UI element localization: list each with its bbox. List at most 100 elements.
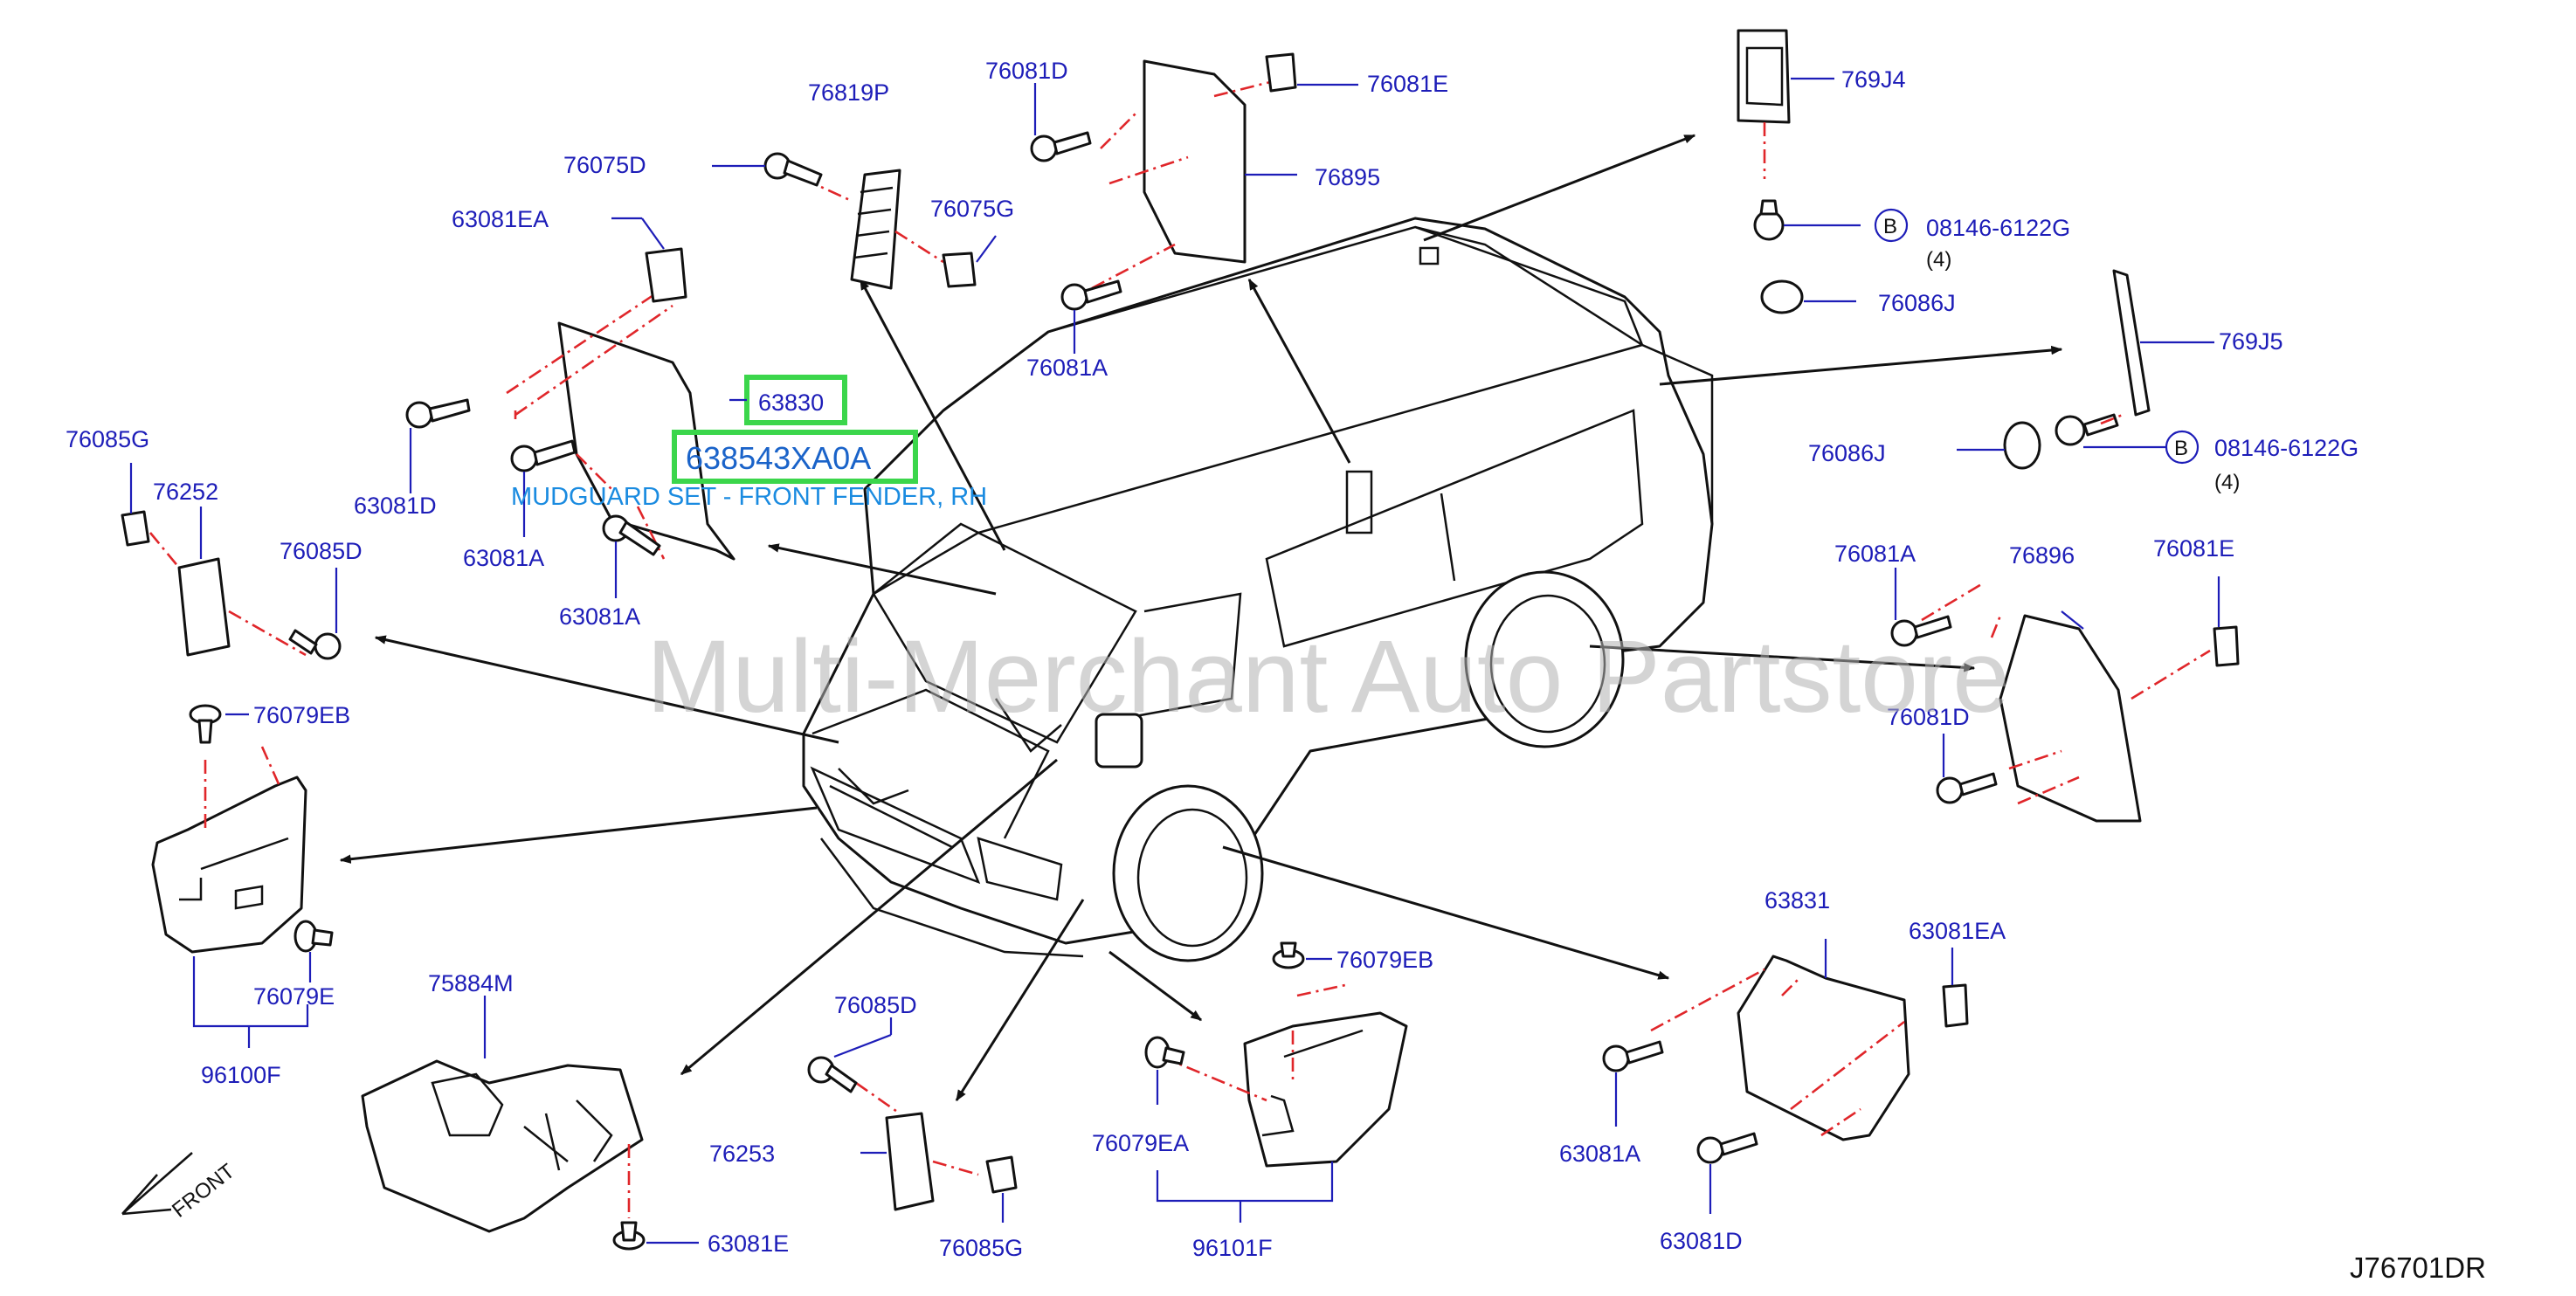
label-qty-a: (4) (1926, 248, 1951, 272)
part-76896-splash-guard (1999, 614, 2142, 823)
label-96100F: 96100F (201, 1062, 281, 1088)
label-76081D-right: 76081D (1887, 704, 1970, 730)
part-76085G-clip (121, 510, 150, 547)
label-76253: 76253 (709, 1141, 775, 1167)
part-63081D-screw-bottom (1696, 1132, 1758, 1164)
pointer-arrows (339, 134, 2063, 1102)
part-76079EA-clip (1144, 1036, 1185, 1069)
label-63831: 63831 (1765, 887, 1830, 913)
part-63831-mudguard (1737, 955, 1910, 1141)
label-638543XA0A[interactable]: 638543XA0A (686, 440, 871, 476)
label-76086J-a: 76086J (1878, 290, 1956, 316)
label-63081D-bottom: 63081D (1660, 1228, 1743, 1254)
part-96100F-cover (151, 776, 307, 954)
part-63081D-screw (405, 398, 471, 429)
part-76086J-cap-a (1760, 279, 1804, 314)
part-76081D-screw-top (1030, 131, 1092, 162)
part-63081E-clip (612, 1221, 646, 1251)
label-76079EA: 76079EA (1092, 1130, 1189, 1156)
label-75884M: 75884M (428, 970, 514, 996)
label-76819P: 76819P (808, 79, 889, 106)
part-76081E-clip-top (1265, 52, 1297, 93)
part-76081A-screw-top (1060, 279, 1122, 311)
label-08146-b: 08146-6122G (2214, 435, 2358, 461)
part-63081EA-clip-right (1942, 983, 1969, 1028)
label-769J4: 769J4 (1841, 66, 1906, 93)
part-76075D-screw (763, 152, 823, 187)
label-76085G-bottom: 76085G (939, 1235, 1023, 1261)
bolt-mark-b-a: B (1883, 215, 1897, 238)
label-63081D-left: 63081D (354, 493, 437, 519)
part-76081D-screw-right (1936, 772, 1998, 804)
label-76085G-left: 76085G (66, 426, 149, 452)
front-direction-indicator: FRONT (121, 1152, 239, 1223)
label-63081EA-right: 63081EA (1909, 918, 2006, 944)
label-96101F: 96101F (1192, 1235, 1273, 1261)
label-76079EB-left: 76079EB (253, 702, 350, 728)
rear-wheel-arch (1464, 570, 1625, 748)
part-08146-bolt-b (2055, 413, 2119, 446)
label-76079EB-bottom: 76079EB (1336, 947, 1433, 973)
part-number-labels: 76819P 76081D 76081E 769J4 76075D 76075G… (66, 58, 2358, 1261)
label-76895: 76895 (1315, 164, 1380, 190)
label-76085D-left: 76085D (280, 538, 363, 564)
part-76085D-screw (288, 629, 342, 660)
bolt-mark-b-b: B (2174, 437, 2188, 460)
part-63081A-screw-bottom (1602, 1040, 1664, 1072)
part-76819P-bracket (850, 169, 901, 290)
part-76075G-clip (942, 252, 977, 288)
label-76081A-right: 76081A (1834, 541, 1916, 567)
label-76085D-bottom: 76085D (834, 992, 917, 1018)
label-qty-b: (4) (2214, 471, 2240, 494)
part-63081A-screw-2 (602, 514, 661, 556)
part-63830-mudguard (557, 321, 736, 561)
van-illustration (802, 217, 1714, 962)
part-76079E-clip (294, 920, 334, 953)
highlight-description: MUDGUARD SET - FRONT FENDER, RH (511, 483, 987, 511)
label-63081EA-top: 63081EA (452, 206, 549, 232)
part-76252-bracket (177, 557, 231, 657)
part-76081A-screw-right (1890, 615, 1952, 647)
part-76895-splash-guard (1143, 59, 1247, 264)
part-08146-bolt-a (1753, 199, 1785, 241)
front-label: FRONT (168, 1159, 239, 1222)
label-63081E: 63081E (708, 1231, 789, 1257)
label-76081E-right: 76081E (2153, 535, 2234, 562)
part-63081EA-clip (645, 247, 687, 303)
diagram-ref-code: J76701DR (2350, 1251, 2486, 1284)
label-76081A-top: 76081A (1026, 355, 1108, 381)
front-wheel-arch (1112, 784, 1264, 962)
part-769J4-plate (1737, 29, 1791, 124)
watermark: Multi-Merchant Auto Partstore (646, 619, 2010, 734)
label-63830[interactable]: 63830 (758, 389, 824, 416)
label-76075D: 76075D (563, 152, 646, 178)
label-76252: 76252 (153, 479, 218, 505)
highlight-box-638543XA0A (672, 430, 918, 484)
label-76896: 76896 (2009, 542, 2075, 569)
part-76086J-cap-b (2003, 421, 2041, 470)
part-76081E-clip-right (2213, 625, 2240, 667)
side-window (1265, 409, 1644, 648)
part-76253-bracket (885, 1112, 935, 1211)
label-63081A-bottom: 63081A (1559, 1141, 1640, 1167)
part-96101F-cover (1243, 1011, 1408, 1168)
label-76081D-top: 76081D (985, 58, 1068, 84)
part-769J5-plate (2112, 269, 2151, 417)
part-76085D-screw-bottom (807, 1056, 858, 1093)
label-76086J-b: 76086J (1808, 440, 1886, 466)
part-76079EB-clip-bottom (1272, 941, 1305, 969)
label-63081A-left2: 63081A (559, 603, 640, 630)
label-769J5: 769J5 (2219, 328, 2283, 355)
windshield (872, 522, 1137, 744)
label-76075G: 76075G (930, 196, 1014, 222)
label-76081E-top: 76081E (1367, 71, 1448, 97)
part-76085G-clip-bottom (985, 1155, 1018, 1194)
side-mirror (1095, 713, 1143, 769)
part-76079EB-clip-left (189, 704, 222, 744)
part-63081A-screw (510, 439, 577, 472)
part-75884M-undercover (361, 1059, 644, 1233)
label-76079E: 76079E (253, 983, 335, 1010)
label-63081A-left: 63081A (463, 545, 544, 571)
label-08146-a: 08146-6122G (1926, 215, 2070, 241)
